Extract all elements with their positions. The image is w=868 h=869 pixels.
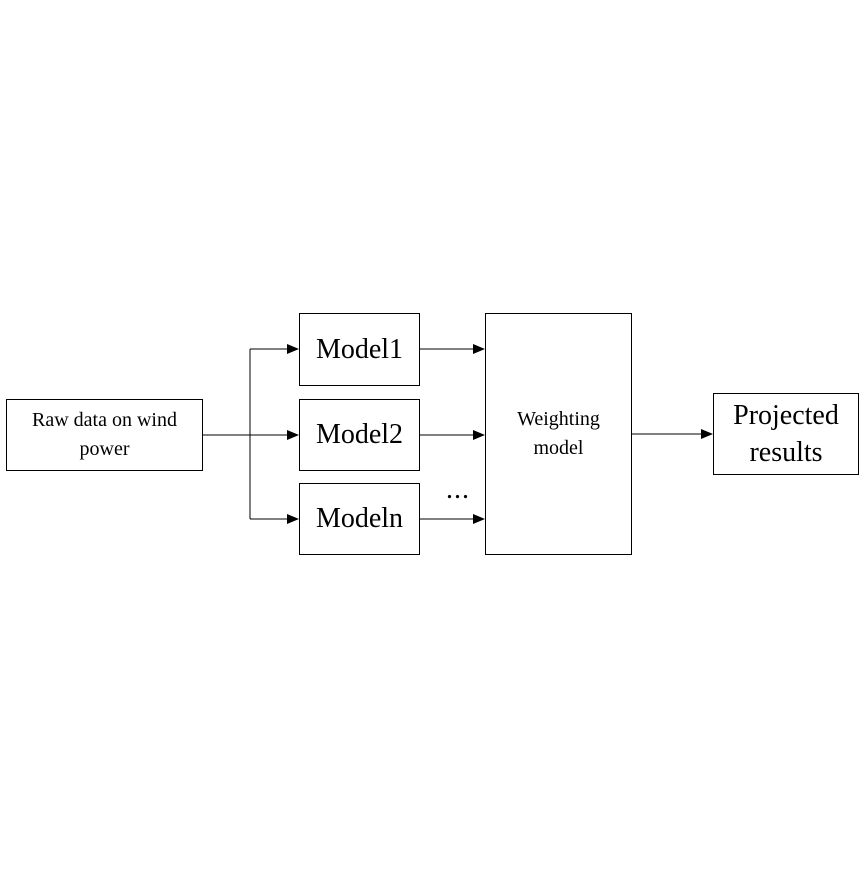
modeln-box: Modeln [299,483,420,555]
model2-box: Model2 [299,399,420,471]
ellipsis-label: ... [446,474,470,505]
model1-label: Model1 [315,333,404,365]
modeln-label: Modeln [315,503,404,534]
weighting-model-label: Weighting model [517,408,600,459]
projected-results-box: Projected results [713,393,859,475]
raw-data-label: Raw data on wind power [32,409,177,460]
raw-data-box: Raw data on wind power [6,399,203,471]
model1-box: Model1 [299,313,420,386]
model2-label: Model2 [315,419,404,450]
weighting-model-box: Weighting model [485,313,632,555]
projected-results-label: Projected results [733,400,839,468]
